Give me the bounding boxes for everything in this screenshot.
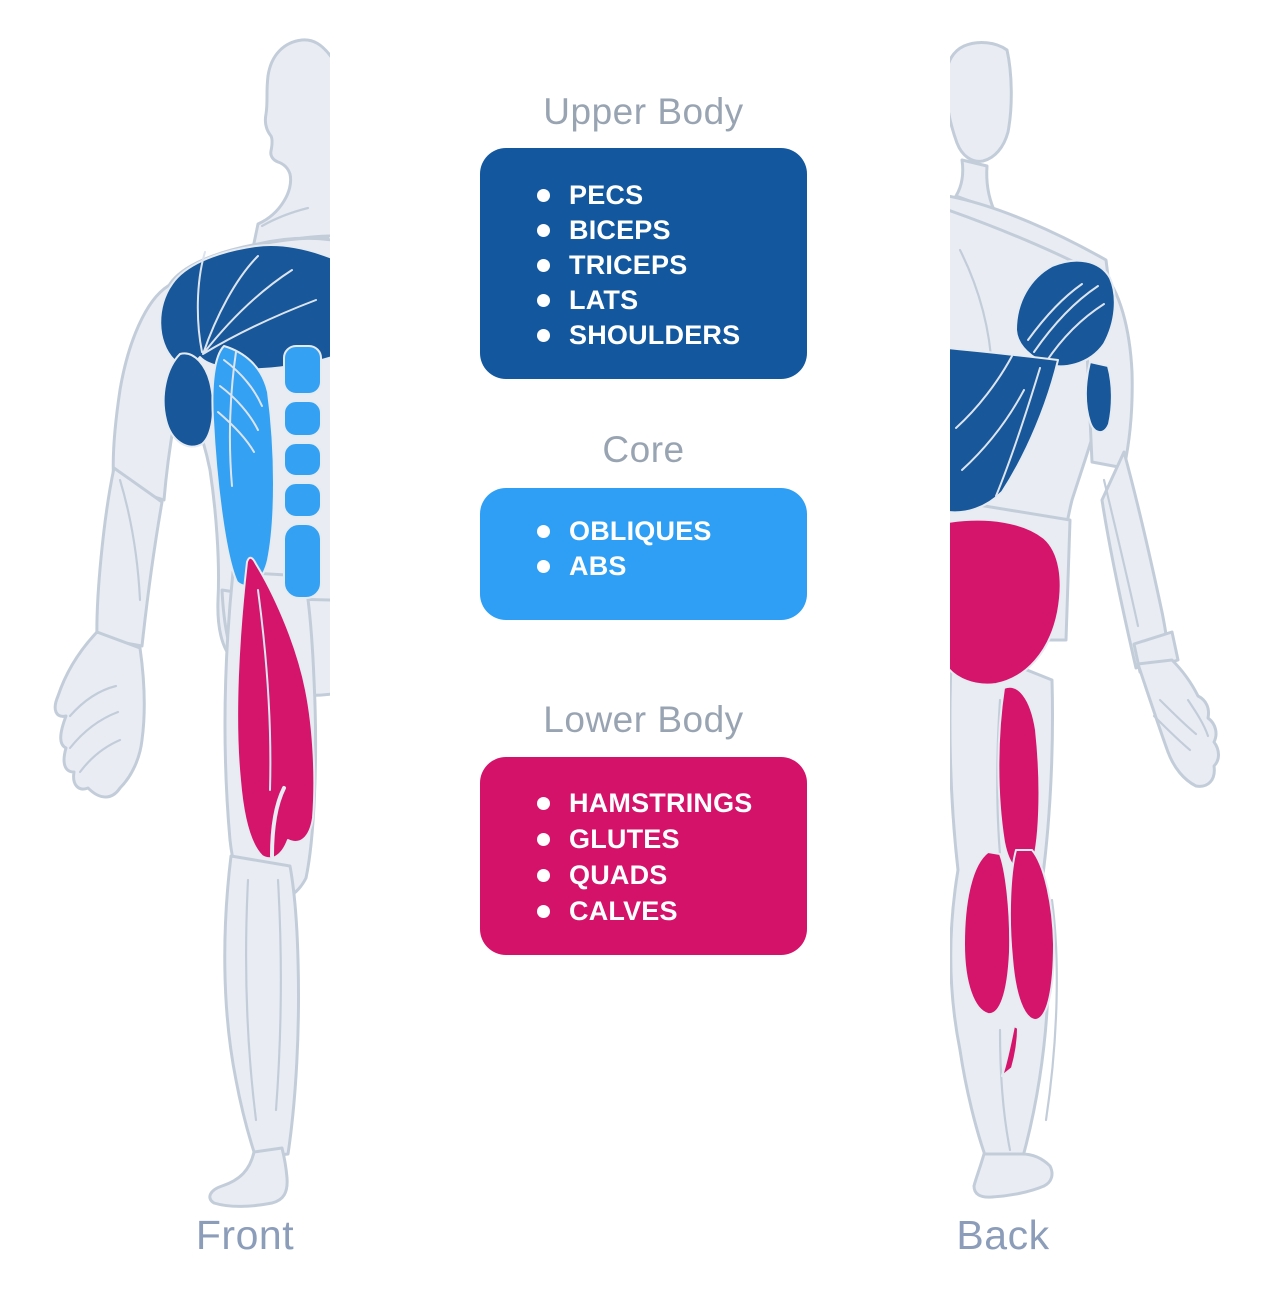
front-finger-lines [68,684,122,774]
muscle-label: ABS [569,551,627,581]
upper-body-panel: PECS BICEPS TRICEPS LATS SHOULDERS [480,148,807,379]
list-item: GLUTES [537,821,807,857]
muscle-label: OBLIQUES [569,516,712,546]
lower-body-list: HAMSTRINGS GLUTES QUADS CALVES [537,785,807,929]
front-abs-highlight [283,345,322,599]
upper-body-list: PECS BICEPS TRICEPS LATS SHOULDERS [537,178,807,353]
muscle-label: TRICEPS [569,250,688,280]
front-forearm [95,466,164,648]
list-item: CALVES [537,893,807,929]
muscle-label: HAMSTRINGS [569,787,753,818]
core-list: OBLIQUES ABS [537,514,807,584]
upper-body-section: Upper Body PECS BICEPS TRICEPS LATS SHOU… [480,90,807,379]
upper-body-title: Upper Body [543,91,744,132]
muscle-label: SHOULDERS [569,320,741,350]
bullet-dot [537,224,550,237]
front-quad-separation [270,786,286,858]
front-figure [53,38,330,1208]
list-item: QUADS [537,857,807,893]
list-item: OBLIQUES [537,514,807,549]
back-calf-left-highlight [963,851,1012,1016]
back-finger-lines [1152,698,1210,752]
bullet-dot [537,832,550,846]
bullet-dot [537,259,550,272]
front-label: Front [195,1212,295,1258]
front-serratus-lines [217,351,263,487]
front-detail-lines [118,206,330,1122]
list-item: SHOULDERS [537,318,807,353]
back-lats-striations [955,355,1041,497]
muscle-label: GLUTES [569,823,680,854]
muscle-label: LATS [569,285,639,315]
lower-body-panel: HAMSTRINGS GLUTES QUADS CALVES [480,757,807,955]
muscle-label: QUADS [569,859,668,890]
bullet-dot [537,189,550,202]
front-shin [223,854,300,1160]
lower-body-section: Lower Body HAMSTRINGS GLUTES QUADS CALVE… [480,698,807,955]
core-title: Core [602,429,685,470]
list-item: HAMSTRINGS [537,785,807,821]
back-calf-sliver-highlight [1001,1025,1019,1077]
front-quad-striation [257,589,272,791]
bullet-dot [537,560,550,573]
front-hand [53,630,146,799]
front-head [251,38,330,250]
back-foot [972,1152,1054,1199]
front-foot [208,1146,289,1208]
core-panel: OBLIQUES ABS [480,488,807,620]
list-item: ABS [537,549,807,584]
muscle-label: BICEPS [569,215,671,245]
muscle-label: PECS [569,180,644,210]
front-pec-striations [196,251,317,355]
front-quads-highlight [236,556,316,860]
back-label: Back [956,1212,1050,1258]
bullet-dot [537,525,550,538]
bullet-dot [537,868,550,882]
back-detail-lines [958,248,1140,1152]
back-hamstrings-highlight [997,685,1041,873]
bullet-dot [537,294,550,307]
list-item: TRICEPS [537,248,807,283]
back-hand [1136,658,1220,788]
bullet-dot [537,796,550,810]
back-figure [950,41,1220,1199]
front-biceps-highlight [162,352,215,448]
list-item: PECS [537,178,807,213]
back-deltoid-striations [1027,283,1105,363]
back-calf-right-highlight [1008,849,1055,1021]
back-head [950,41,1013,163]
bullet-dot [537,904,550,918]
core-section: Core OBLIQUES ABS [480,428,807,620]
lower-body-title: Lower Body [543,699,744,740]
list-item: BICEPS [537,213,807,248]
back-triceps-highlight [1084,361,1113,433]
back-lats-highlight [950,347,1059,514]
muscle-label: CALVES [569,895,678,926]
back-glutes-highlight [950,518,1062,686]
bullet-dot [537,329,550,342]
list-item: LATS [537,283,807,318]
